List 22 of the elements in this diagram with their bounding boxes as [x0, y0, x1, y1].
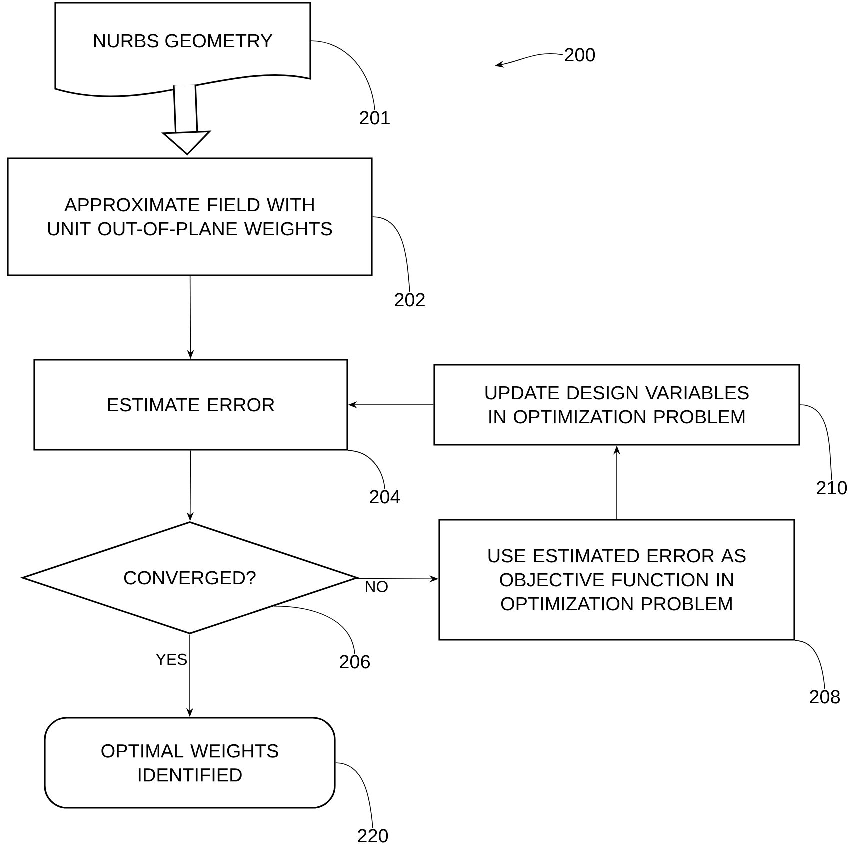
reference-number: 204: [370, 490, 400, 504]
leader-line: [310, 40, 376, 110]
reference-number: 220: [358, 829, 388, 843]
reference-number: 206: [340, 655, 370, 669]
terminal-box: OPTIMAL WEIGHTS IDENTIFIED: [44, 717, 336, 809]
leader-line: [348, 450, 386, 490]
reference-number: 210: [817, 481, 848, 495]
reference-number: 202: [395, 293, 425, 307]
leader-line: [274, 606, 356, 654]
edge-label: YES: [154, 652, 189, 666]
edge-label: NO: [364, 580, 390, 594]
reference-number: 201: [360, 111, 390, 125]
process-box: UPDATE DESIGN VARIABLES IN OPTIMIZATION PROBLEM: [434, 364, 800, 446]
reference-number: 200: [565, 48, 596, 62]
process-box: USE ESTIMATED ERROR AS OBJECTIVE FUNCTION IN OPTIMIZATION PROBLEM: [438, 519, 796, 641]
process-box: APPROXIMATE FIELD WITH UNIT OUT-OF-PLANE WEIGHTS: [7, 158, 373, 276]
reference-number: 208: [810, 690, 840, 704]
leader-line: [372, 216, 410, 292]
leader-line: [800, 404, 832, 480]
leader-line: [335, 762, 374, 828]
process-box: ESTIMATE ERROR: [34, 359, 348, 451]
leader-line: [794, 640, 826, 690]
